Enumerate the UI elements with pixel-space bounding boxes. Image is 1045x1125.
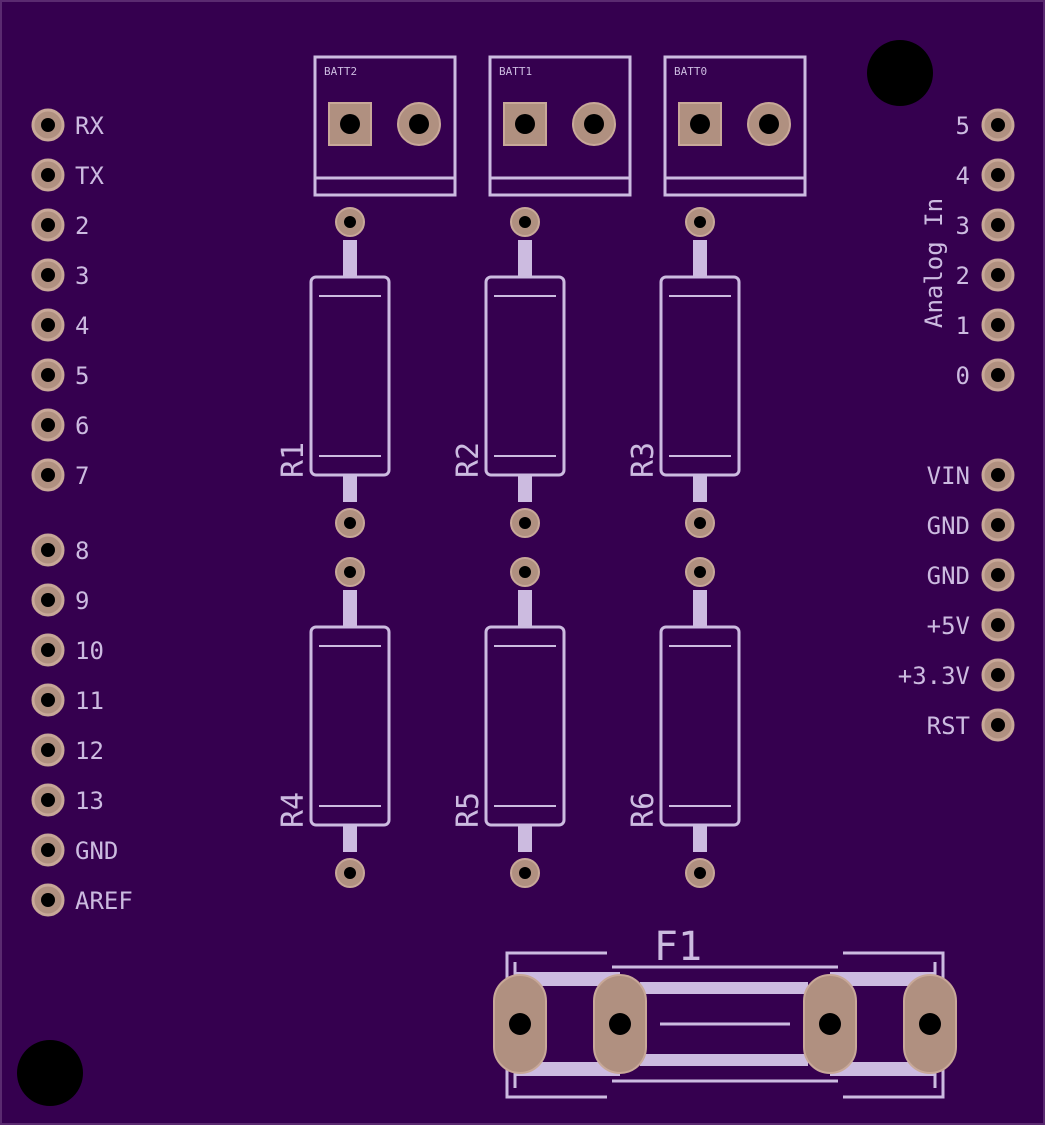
header-pin: 1	[956, 308, 1015, 342]
fuse-holder: F1	[493, 924, 957, 1099]
header-pin: 7	[31, 458, 89, 492]
resistor: R1	[276, 207, 391, 538]
header-pin: 10	[31, 633, 104, 667]
resistor: R2	[451, 207, 566, 538]
pin-label: 10	[75, 637, 104, 665]
pin-label: 9	[75, 587, 89, 615]
pin-label: 7	[75, 462, 89, 490]
pin-label: 8	[75, 537, 89, 565]
battery-connector: BATT0	[663, 55, 807, 197]
header-pin: GND	[927, 508, 1015, 542]
pin-label: RST	[927, 712, 970, 740]
pin-label: 6	[75, 412, 89, 440]
resistor-label: R5	[451, 792, 486, 828]
header-pin: 9	[31, 583, 89, 617]
pin-label: 5	[75, 362, 89, 390]
header-pin: 0	[956, 358, 1015, 392]
header-pin: GND	[927, 558, 1015, 592]
header-pin: +3.3V	[898, 658, 1015, 692]
analog-in-title: Analog In	[920, 198, 948, 328]
header-pin: 3	[956, 208, 1015, 242]
header-pin: 4	[31, 308, 89, 342]
pin-label: 4	[956, 162, 970, 190]
battery-label: BATT0	[674, 65, 707, 78]
fuse-body-top	[640, 982, 808, 994]
pin-label: 4	[75, 312, 89, 340]
header-pin: 2	[31, 208, 89, 242]
pin-label: GND	[927, 562, 970, 590]
resistor-label: R4	[276, 792, 311, 828]
pin-label: VIN	[927, 462, 970, 490]
resistor: R6	[626, 557, 741, 888]
header-pin: 5	[31, 358, 89, 392]
resistor: R4	[276, 557, 391, 888]
resistor-label: R6	[626, 792, 661, 828]
battery-label: BATT2	[324, 65, 357, 78]
pin-label: +5V	[927, 612, 970, 640]
resistor-label: R3	[626, 442, 661, 478]
mounting-hole-bottom-left	[17, 1040, 83, 1106]
pin-label: TX	[75, 162, 104, 190]
header-pin: VIN	[927, 458, 1015, 492]
battery-connector: BATT1	[488, 55, 632, 197]
fuse-body-bottom	[640, 1054, 808, 1066]
header-pin: RST	[927, 708, 1015, 742]
pin-label: AREF	[75, 887, 133, 915]
header-pin: 11	[31, 683, 104, 717]
resistor: R3	[626, 207, 741, 538]
pin-label: 3	[956, 212, 970, 240]
header-pin: 8	[31, 533, 89, 567]
resistor: R5	[451, 557, 566, 888]
pin-label: +3.3V	[898, 662, 970, 690]
resistor-label: R2	[451, 442, 486, 478]
header-pin: AREF	[31, 883, 133, 917]
header-pin: GND	[31, 833, 118, 867]
pin-label: 3	[75, 262, 89, 290]
mounting-hole-top-right	[867, 40, 933, 106]
header-pin: +5V	[927, 608, 1015, 642]
header-pin: 4	[956, 158, 1015, 192]
header-pin: RX	[31, 108, 104, 142]
header-pin: 3	[31, 258, 89, 292]
left-header: RX TX 2 3 4 5 6 7 8 9 10 11 12 13 GND AR…	[31, 108, 133, 917]
battery-connector: BATT2	[313, 55, 457, 197]
pin-label: RX	[75, 112, 104, 140]
pin-label: GND	[927, 512, 970, 540]
pin-label: 0	[956, 362, 970, 390]
fuse-label: F1	[654, 924, 702, 970]
pin-label: 1	[956, 312, 970, 340]
resistor-label: R1	[276, 442, 311, 478]
pin-label: 13	[75, 787, 104, 815]
pin-label: GND	[75, 837, 118, 865]
right-header-analog: Analog In 5 4 3 2 1 0	[920, 108, 1015, 392]
battery-label: BATT1	[499, 65, 532, 78]
right-header-power: VIN GND GND +5V +3.3V RST	[898, 458, 1015, 742]
pin-label: 11	[75, 687, 104, 715]
pin-label: 5	[956, 112, 970, 140]
header-pin: 5	[956, 108, 1015, 142]
pin-label: 12	[75, 737, 104, 765]
header-pin: TX	[31, 158, 104, 192]
pin-label: 2	[75, 212, 89, 240]
pin-label: 2	[956, 262, 970, 290]
header-pin: 13	[31, 783, 104, 817]
header-pin: 12	[31, 733, 104, 767]
header-pin: 6	[31, 408, 89, 442]
header-pin: 2	[956, 258, 1015, 292]
